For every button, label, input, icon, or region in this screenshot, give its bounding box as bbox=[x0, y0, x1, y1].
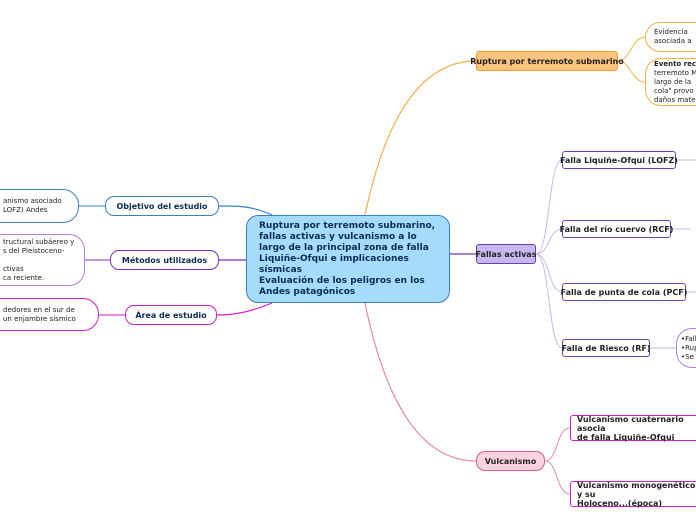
metodos-utilizados-node[interactable]: Métodos utilizados bbox=[110, 250, 219, 270]
link-vulc-1 bbox=[544, 427, 571, 462]
area-de-estudio-node[interactable]: Área de estudio bbox=[125, 305, 217, 325]
central-topic[interactable]: Ruptura por terremoto submarino, fallas … bbox=[246, 215, 450, 303]
falla-rf-node[interactable]: Falla de Riesco (RF) bbox=[561, 339, 651, 357]
link-lofz bbox=[535, 159, 563, 255]
fallas-activas-node[interactable]: Fallas activas bbox=[476, 244, 536, 264]
link-pcf bbox=[535, 253, 563, 293]
link-rcf bbox=[535, 228, 563, 255]
vulcanismo-cuaternario-node[interactable]: Vulcanismo cuaternario asocia de falla L… bbox=[570, 415, 696, 442]
link-objetivo bbox=[218, 205, 273, 216]
link-vulc-2 bbox=[544, 460, 571, 495]
objetivo-del-estudio-node[interactable]: Objetivo del estudio bbox=[105, 196, 219, 216]
link-evento bbox=[617, 60, 646, 83]
link-area bbox=[216, 302, 273, 316]
riesco-notes[interactable]: •Fall •Rup •Se bbox=[676, 328, 696, 368]
falla-rcf-node[interactable]: Falla del río cuervo (RCF) bbox=[560, 220, 673, 238]
metodos-note[interactable]: tructural subáereo y s del Pleistoceno- … bbox=[0, 234, 85, 286]
link-ruptura bbox=[364, 60, 477, 216]
vulcanismo-node[interactable]: Vulcanismo bbox=[476, 451, 545, 471]
evento-note[interactable]: Evento rec terremoto M largo de la cola"… bbox=[645, 58, 696, 106]
link-rf bbox=[535, 253, 563, 349]
ruptura-node[interactable]: Ruptura por terremoto submarino bbox=[470, 51, 624, 71]
vulcanismo-monogenetico-node[interactable]: Vulcanismo monogenético y su Holoceno...… bbox=[570, 481, 696, 508]
falla-pcf-node[interactable]: Falla de punta de cola (PCF) bbox=[561, 283, 687, 301]
link-evidencia bbox=[617, 36, 646, 62]
area-note[interactable]: dedores en el sur de un enjambre sísmico bbox=[0, 298, 99, 331]
objetivo-note[interactable]: anismo asociado LOFZ) Andes bbox=[0, 189, 79, 223]
evento-body: terremoto M largo de la cola" provo daño… bbox=[654, 68, 696, 104]
evidencia-note[interactable]: Evidencia asociada a bbox=[645, 22, 696, 52]
evento-title: Evento rec bbox=[654, 59, 696, 68]
falla-lofz-node[interactable]: Falla Liquiñe-Ofqui (LOFZ) bbox=[560, 151, 678, 169]
link-vulcanismo bbox=[364, 302, 477, 462]
